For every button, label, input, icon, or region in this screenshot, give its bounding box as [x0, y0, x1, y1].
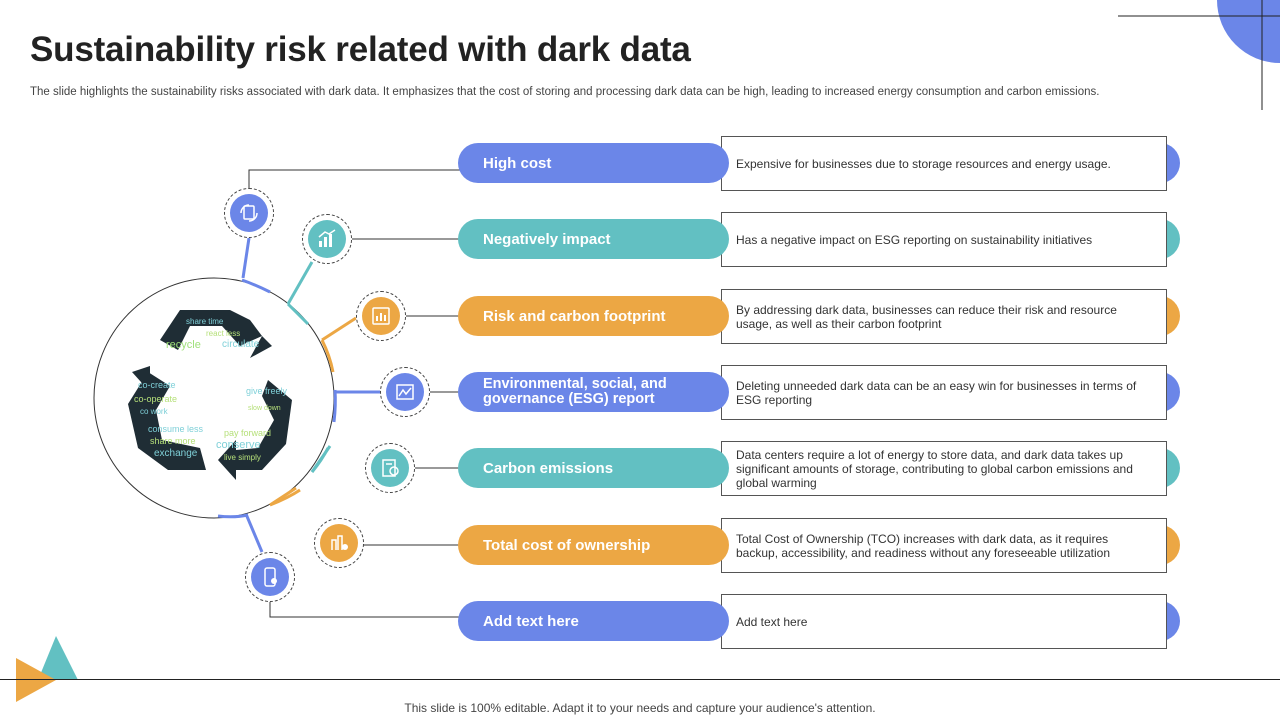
svg-text:slow down: slow down	[248, 405, 281, 412]
description-box: Has a negative impact on ESG reporting o…	[721, 212, 1167, 267]
page-title: Sustainability risk related with dark da…	[30, 30, 691, 69]
footer-text: This slide is 100% editable. Adapt it to…	[404, 701, 876, 715]
mobile-settings-icon	[264, 567, 277, 587]
description-box: Total Cost of Ownership (TCO) increases …	[721, 518, 1167, 573]
arc-segment-4	[332, 389, 337, 423]
arc-segment-1	[241, 278, 271, 294]
svg-text:share more: share more	[150, 436, 196, 446]
icon-badge-4	[380, 367, 430, 417]
file-sync-icon	[240, 204, 258, 222]
spoke-7	[244, 513, 264, 553]
icon-badge-1	[224, 188, 274, 238]
svg-text:co work: co work	[140, 407, 169, 416]
pill-carbon-emissions: Carbon emissions	[458, 448, 729, 488]
svg-text:co-operate: co-operate	[134, 394, 177, 404]
svg-text:pay forward: pay forward	[224, 428, 271, 438]
spoke-6	[269, 486, 297, 507]
icon-badge-5	[365, 443, 415, 493]
arc-segment-2	[286, 302, 310, 326]
svg-text:co-create: co-create	[138, 380, 176, 390]
pill-negatively-impact: Negatively impact	[458, 219, 729, 259]
connector-7	[269, 600, 460, 618]
cost-chart-icon	[331, 535, 348, 550]
icon-badge-6	[314, 518, 364, 568]
analysis-document-icon	[382, 459, 399, 477]
svg-text:give freely: give freely	[246, 386, 288, 396]
pill-high-cost: High cost	[458, 143, 729, 183]
pill-total-cost-ownership: Total cost of ownership	[458, 525, 729, 565]
svg-text:circulate: circulate	[222, 339, 260, 350]
pill-risk-carbon-footprint: Risk and carbon footprint	[458, 296, 729, 336]
description-box: Add text here	[721, 594, 1167, 649]
spoke-2	[286, 261, 314, 305]
svg-text:share time: share time	[186, 317, 224, 326]
spoke-5	[310, 445, 332, 473]
description-box: Expensive for businesses due to storage …	[721, 136, 1167, 191]
icon-badge-2	[302, 214, 352, 264]
description-box: By addressing dark data, businesses can …	[721, 289, 1167, 344]
description-box: Deleting unneeded dark data can be an ea…	[721, 365, 1167, 420]
svg-text:conserve: conserve	[216, 439, 261, 451]
icon-badge-7	[245, 552, 295, 602]
svg-text:live simply: live simply	[224, 453, 261, 462]
growth-chart-icon	[318, 229, 336, 247]
pill-add-text: Add text here	[458, 601, 729, 641]
connector-1	[248, 169, 460, 190]
footer-divider	[0, 679, 1280, 680]
svg-text:consume less: consume less	[148, 424, 204, 434]
svg-text:exchange: exchange	[154, 448, 198, 459]
bar-report-icon	[372, 307, 390, 325]
pill-esg-report: Environmental, social, and governance (E…	[458, 372, 729, 412]
icon-badge-3	[356, 291, 406, 341]
svg-text:recycle: recycle	[166, 339, 201, 351]
map-report-icon	[396, 384, 414, 400]
page-subtitle: The slide highlights the sustainability …	[30, 86, 1100, 98]
svg-text:react less: react less	[206, 329, 240, 338]
spoke-3	[321, 316, 357, 342]
description-box: Data centers require a lot of energy to …	[721, 441, 1167, 496]
spoke-1	[241, 237, 251, 279]
recycle-symbol-icon: share time react less recycle circulate …	[128, 310, 292, 480]
arc-segment-7	[217, 513, 249, 519]
arc-segment-3	[320, 339, 335, 373]
